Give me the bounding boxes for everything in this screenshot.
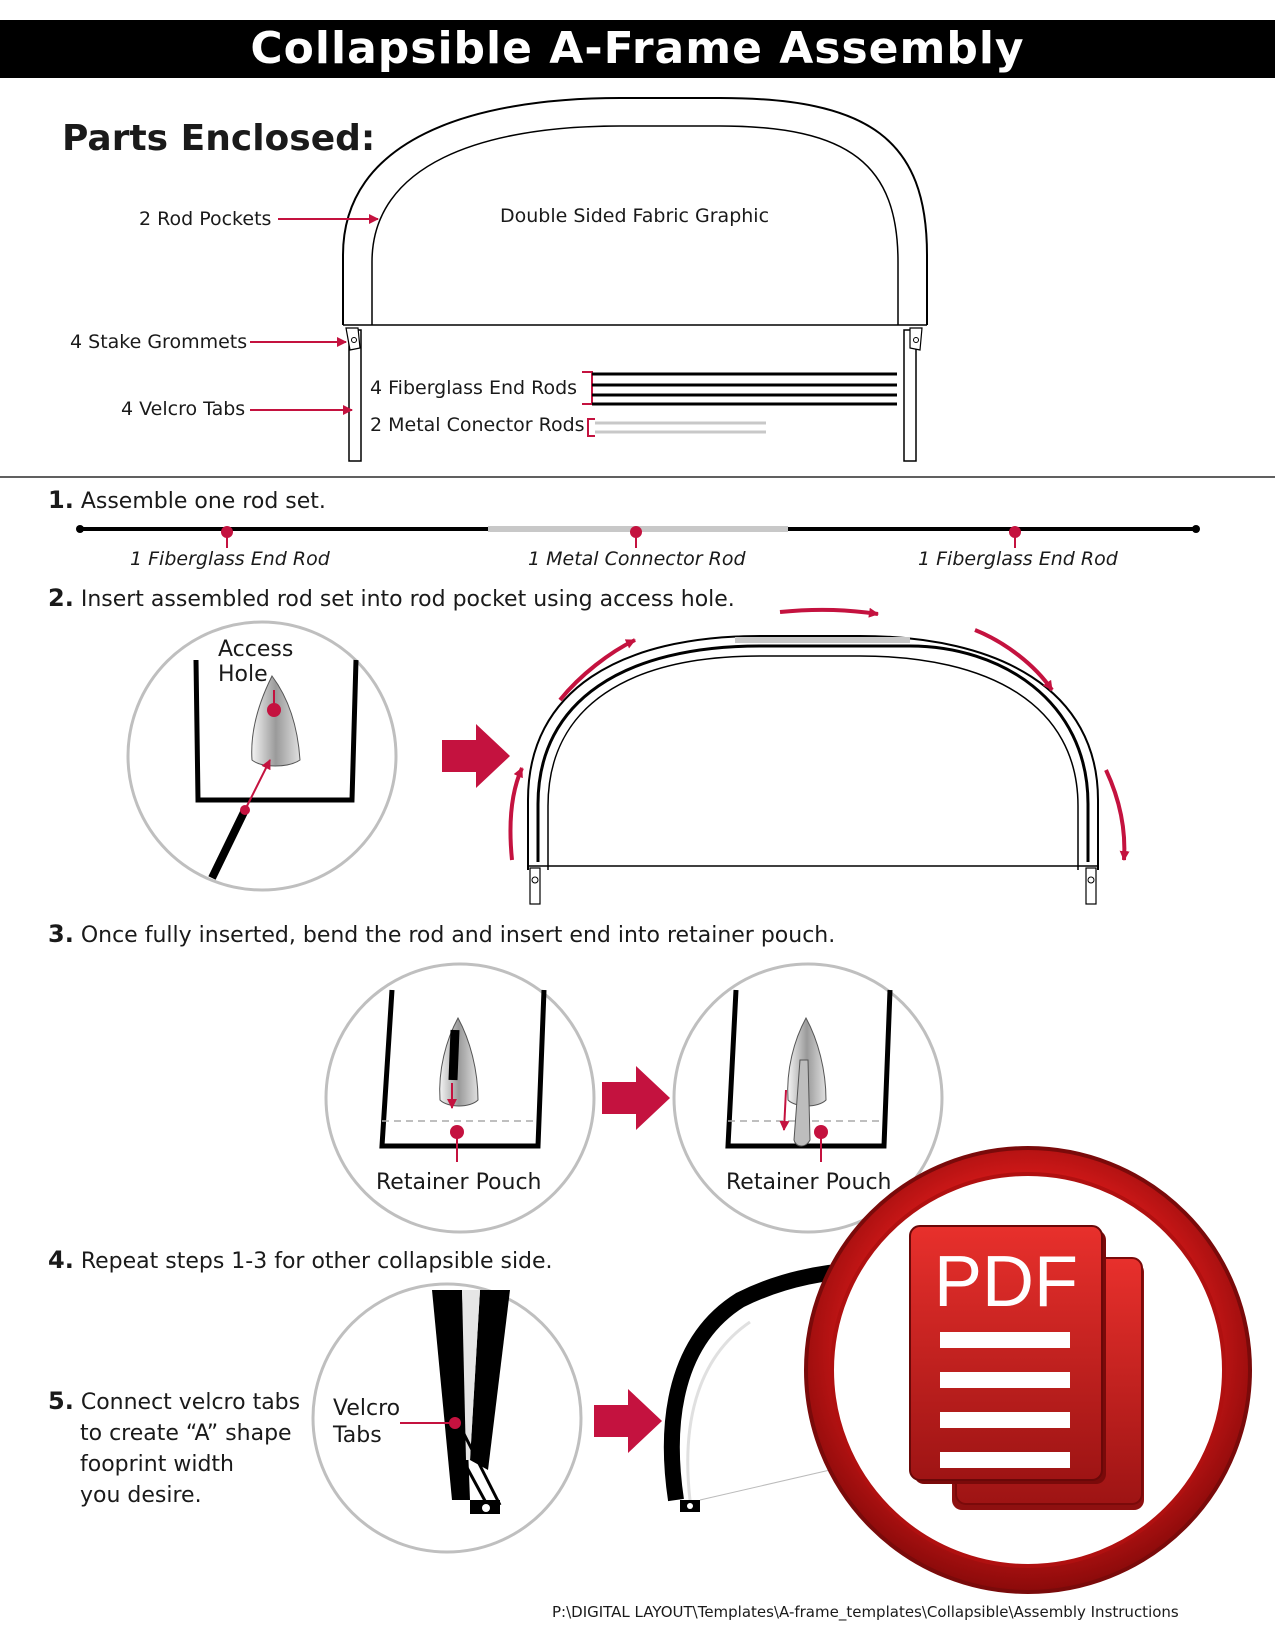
parts-heading: Parts Enclosed:: [62, 118, 376, 159]
metal-rods-label: 2 Metal Conector Rods: [370, 414, 585, 436]
step-5-line-1: Connect velcro tabs: [80, 1390, 301, 1415]
parts-aframe-illustration: [342, 97, 928, 462]
velcro-tabs-label: 4 Velcro Tabs: [121, 398, 246, 420]
pdf-badge-label: PDF: [934, 1242, 1078, 1322]
metal-rods: [587, 418, 766, 437]
step3-arrow: [602, 1066, 670, 1130]
step-1-text: Assemble one rod set.: [80, 489, 326, 514]
fiberglass-rods-label: 4 Fiberglass End Rods: [370, 377, 578, 399]
graphic-label: Double Sided Fabric Graphic: [500, 205, 770, 227]
step-1: 1. Assemble one rod set.: [48, 486, 326, 514]
velcro-label-2: Tabs: [333, 1423, 382, 1448]
access-label-1: Access: [218, 637, 294, 662]
step5-arrow: [594, 1389, 662, 1453]
step-4-text: Repeat steps 1-3 for other collapsible s…: [80, 1249, 553, 1274]
step-5-number: 5.: [48, 1387, 74, 1415]
retainer-pouch-detail-left: [324, 962, 596, 1234]
step-1-number: 1.: [48, 486, 74, 514]
title-bar: [0, 20, 1275, 78]
step-2: 2. Insert assembled rod set into rod poc…: [48, 584, 735, 612]
step-5-line-2: to create “A” shape: [80, 1421, 292, 1446]
step-3-number: 3.: [48, 920, 74, 948]
footer-file-path: P:\DIGITAL LAYOUT\Templates\A-frame_temp…: [552, 1603, 1179, 1621]
access-hole-detail: [126, 620, 398, 892]
rod-pockets-label: 2 Rod Pockets: [139, 208, 272, 230]
access-label-2: Hole: [218, 662, 268, 687]
rod-left-label: 1 Fiberglass End Rod: [130, 548, 330, 570]
retainer-pouch-label-left: Retainer Pouch: [376, 1170, 542, 1195]
step2-arch-illustration: [508, 607, 1130, 905]
step-2-text: Insert assembled rod set into rod pocket…: [80, 587, 735, 612]
page-title: Collapsible A-Frame Assembly: [250, 23, 1025, 74]
retainer-pouch-detail-right: [672, 962, 944, 1234]
step2-arrow: [442, 724, 510, 788]
step-5-line-4: you desire.: [80, 1483, 202, 1508]
step-4-number: 4.: [48, 1246, 74, 1274]
rod-mid-label: 1 Metal Connector Rod: [528, 548, 746, 570]
step-5: 5. Connect velcro tabs to create “A” sha…: [48, 1386, 300, 1511]
fiberglass-rods: [582, 371, 897, 406]
step-5-line-3: fooprint width: [80, 1452, 234, 1477]
step-3-text: Once fully inserted, bend the rod and in…: [80, 923, 836, 948]
velcro-label-1: Velcro: [333, 1396, 401, 1421]
step-2-number: 2.: [48, 584, 74, 612]
step-4: 4. Repeat steps 1-3 for other collapsibl…: [48, 1246, 553, 1274]
step5-aframe-illustration: [663, 1262, 861, 1512]
rod-set-diagram: [76, 525, 1200, 548]
pdf-document-icon: PDF: [804, 1146, 1252, 1594]
rod-right-label: 1 Fiberglass End Rod: [918, 548, 1118, 570]
grommets-label: 4 Stake Grommets: [70, 331, 248, 353]
step-3: 3. Once fully inserted, bend the rod and…: [48, 920, 835, 948]
velcro-tabs-detail: [311, 1282, 583, 1554]
retainer-pouch-label-right: Retainer Pouch: [726, 1170, 892, 1195]
